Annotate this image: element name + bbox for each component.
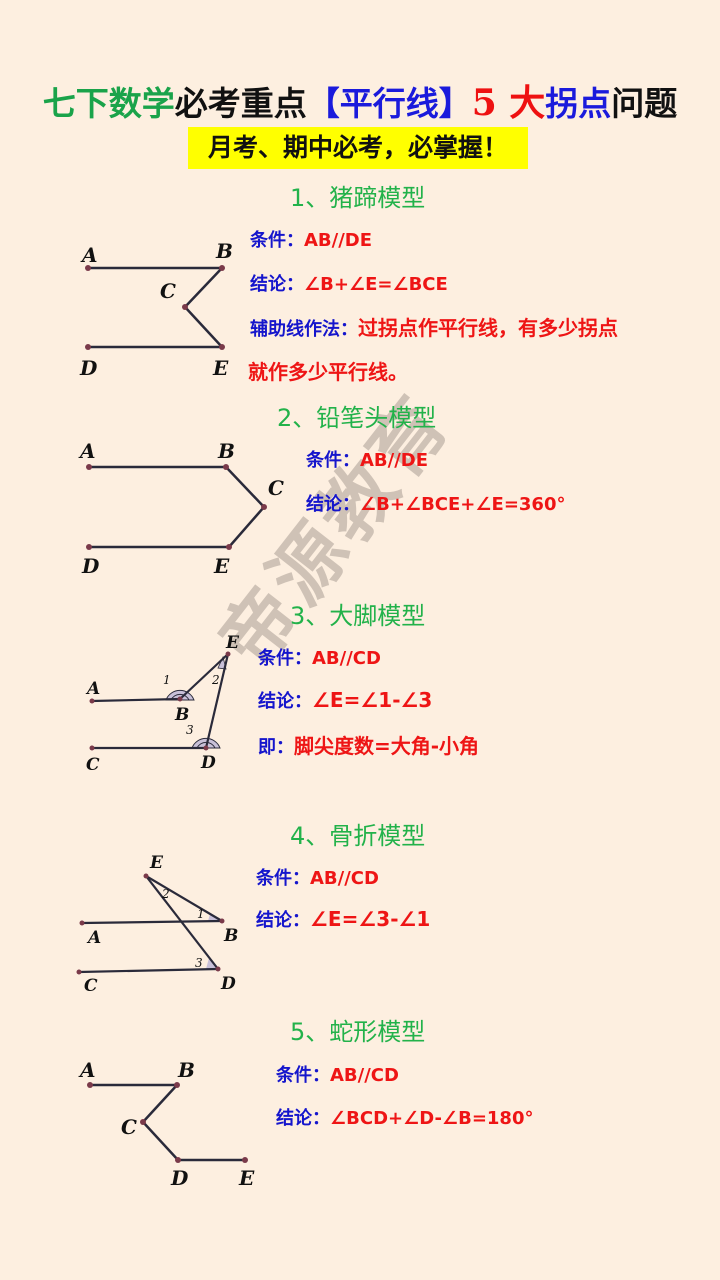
svg-text:1: 1 [197,907,205,921]
svg-text:E: E [212,356,229,380]
section-2-condition: 条件：AB//DE [306,450,429,471]
section-1-title: 1、猪蹄模型 [290,184,426,212]
svg-text:2: 2 [161,887,170,901]
section-5-title: 5、蛇形模型 [290,1018,426,1046]
svg-text:3: 3 [195,956,203,970]
section-4-title: 4、骨折模型 [290,822,426,850]
svg-text:B: B [177,1058,195,1082]
svg-text:1: 1 [163,673,171,687]
section-1-conclusion: 结论：∠B+∠E=∠BCE [250,274,448,295]
svg-text:C: C [84,976,98,996]
section-5-conclusion: 结论：∠BCD+∠D-∠B=180° [276,1108,534,1129]
svg-text:D: D [81,554,100,578]
section-4-conclusion: 结论：∠E=∠3-∠1 [256,907,431,931]
section-5-condition: 条件：AB//CD [276,1065,399,1086]
svg-text:E: E [238,1166,255,1190]
section-3-extra: 即：脚尖度数=大角-小角 [258,734,480,758]
section-2-title: 2、铅笔头模型 [277,404,437,432]
svg-text:E: E [225,633,240,653]
svg-text:C: C [268,476,284,500]
svg-text:D: D [200,753,216,773]
svg-text:E: E [149,853,164,873]
svg-text:D: D [170,1166,189,1190]
svg-text:D: D [220,974,236,994]
svg-text:A: A [80,243,98,267]
svg-text:C: C [86,755,100,775]
svg-text:2: 2 [211,673,220,687]
svg-text:C: C [160,279,176,303]
subtitle-banner: 月考、期中必考，必掌握！ [188,127,528,169]
title-part-count: 5 大 [471,82,546,124]
title-part-key: 必考重点 [174,84,307,123]
svg-text:A: A [86,928,101,948]
svg-text:B: B [215,239,233,263]
svg-text:B: B [174,705,189,725]
page-title: 七下数学必考重点【平行线】5 大拐点问题 [0,74,720,126]
title-part-topic: 【平行线】 [306,84,472,123]
section-4-condition: 条件：AB//CD [256,868,379,889]
svg-text:A: A [78,1058,96,1082]
section-3-title: 3、大脚模型 [290,602,426,630]
section-3-condition: 条件：AB//CD [258,648,381,669]
svg-text:A: A [78,439,96,463]
svg-text:C: C [121,1115,137,1139]
svg-text:3: 3 [186,723,194,737]
svg-text:E: E [213,554,230,578]
title-part-problem: 问题 [611,84,678,123]
section-1-method-cont: 就作多少平行线。 [248,360,408,384]
svg-text:B: B [223,926,238,946]
section-3-conclusion: 结论：∠E=∠1-∠3 [258,688,433,712]
svg-text:B: B [217,439,235,463]
title-part-grade: 七下数学 [42,84,175,123]
svg-text:A: A [85,679,100,699]
section-2-conclusion: 结论：∠B+∠BCE+∠E=360° [306,494,566,515]
title-part-turn: 拐点 [545,84,612,123]
svg-text:D: D [79,356,98,380]
section-1-condition: 条件：AB//DE [250,230,373,251]
section-1-method: 辅助线作法：过拐点作平行线，有多少拐点 [250,316,618,340]
